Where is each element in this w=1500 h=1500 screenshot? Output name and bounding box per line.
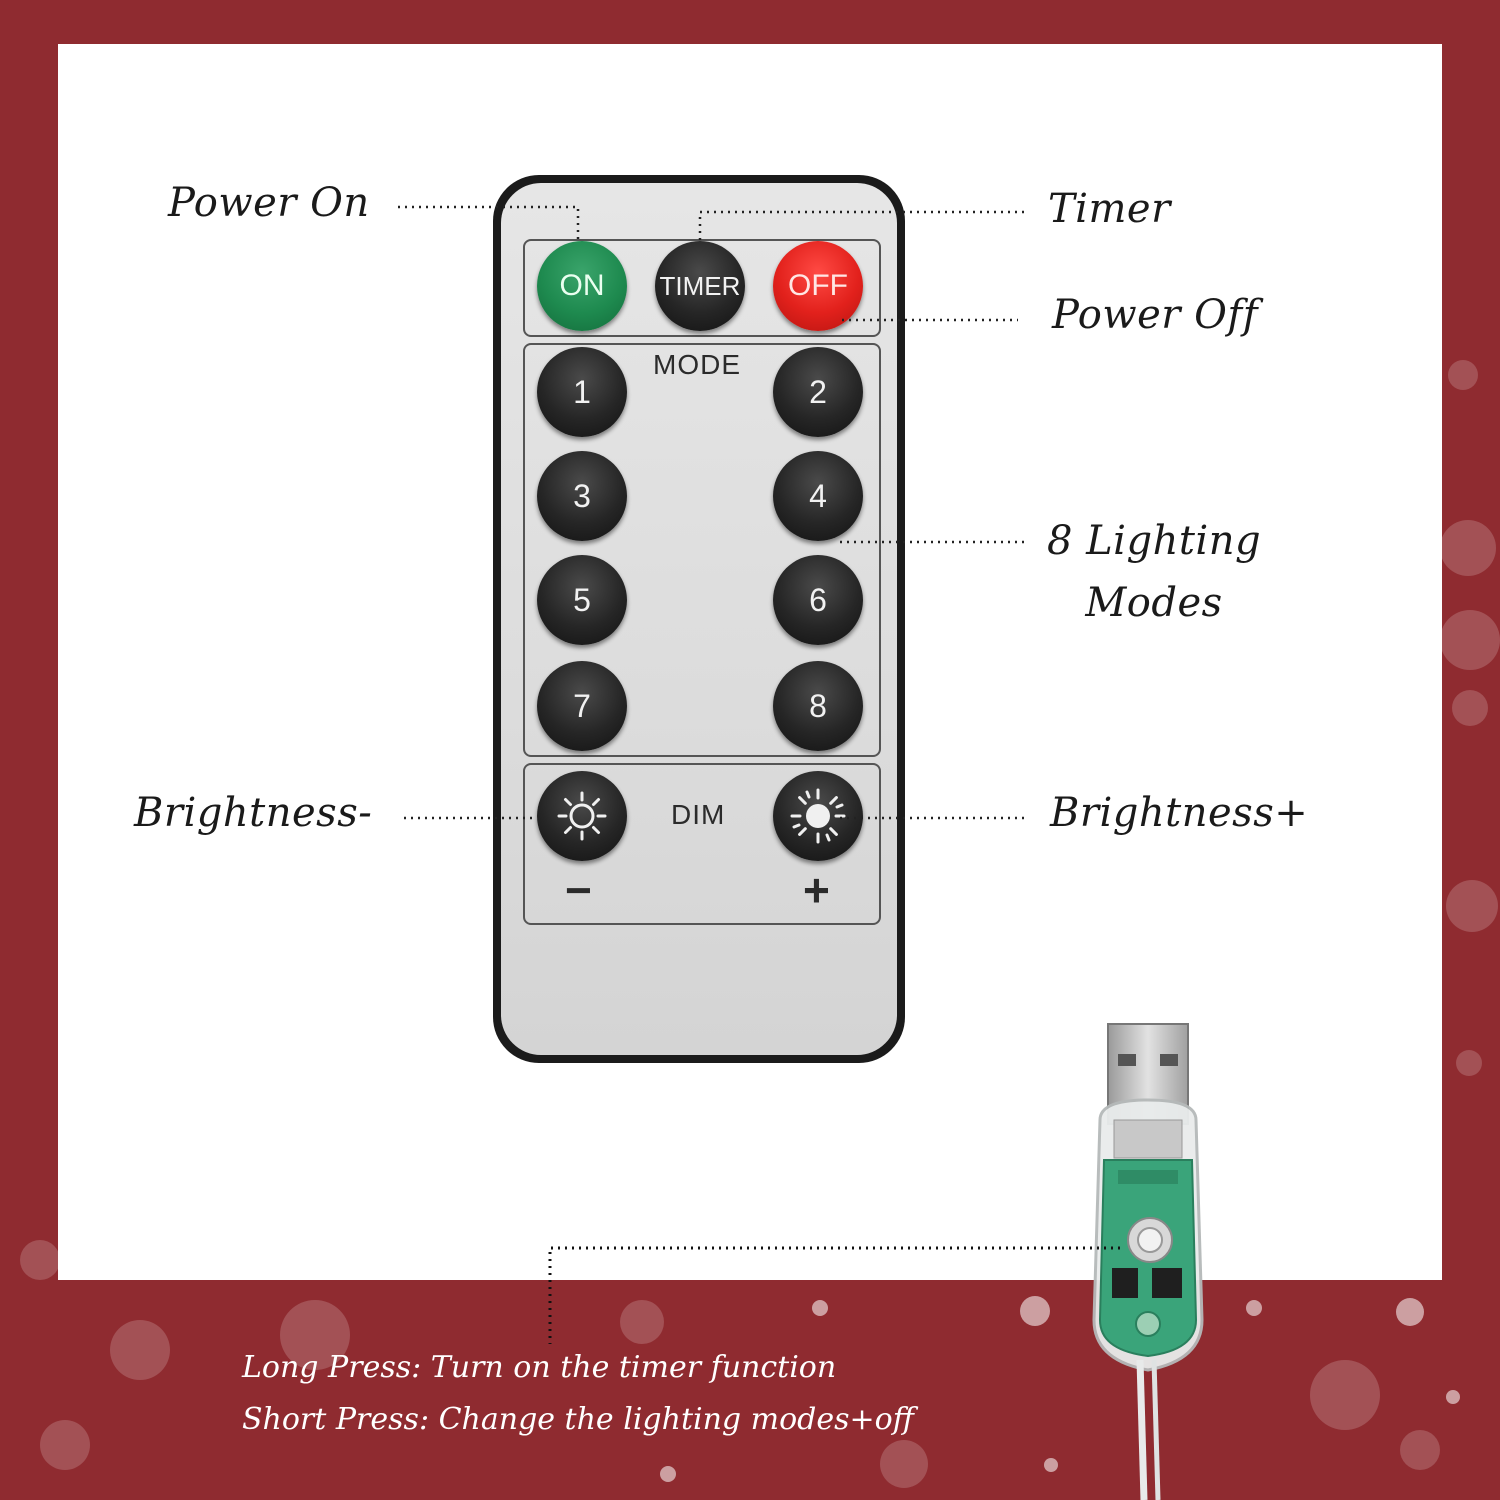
mode-group-box — [523, 343, 881, 757]
remote-control: ON TIMER OFF MODE 1 2 3 4 5 6 7 8 DIM — [493, 175, 905, 1063]
callout-lighting-modes-line2: Modes — [1085, 580, 1223, 626]
mode-button-7[interactable]: 7 — [537, 661, 627, 751]
brightness-up-button[interactable] — [773, 771, 863, 861]
callout-power-on: Power On — [168, 180, 370, 226]
usb-controller-icon — [1092, 1023, 1204, 1500]
callout-lighting-modes: 8 Lighting Modes — [1034, 510, 1274, 634]
callout-power-off: Power Off — [1052, 292, 1259, 338]
bokeh-dot — [1020, 1296, 1050, 1326]
mode-button-8[interactable]: 8 — [773, 661, 863, 751]
bokeh-dot — [620, 1300, 664, 1344]
bokeh-dot — [1400, 1430, 1440, 1470]
bokeh-dot — [1446, 880, 1498, 932]
callout-brightness-minus: Brightness- — [134, 790, 373, 836]
bokeh-dot — [1440, 520, 1496, 576]
bokeh-dot — [1396, 1298, 1424, 1326]
off-button[interactable]: OFF — [773, 241, 863, 331]
bokeh-dot — [1446, 1390, 1460, 1404]
bokeh-dot — [1456, 1050, 1482, 1076]
callout-timer: Timer — [1048, 186, 1171, 232]
power-group-box — [523, 239, 881, 337]
bokeh-dot — [1310, 1360, 1380, 1430]
bokeh-dot — [812, 1300, 828, 1316]
timer-button[interactable]: TIMER — [655, 241, 745, 331]
mode-label: MODE — [653, 349, 741, 380]
dim-label: DIM — [671, 799, 726, 830]
dim-group-box — [523, 763, 881, 925]
bokeh-dot — [20, 1240, 60, 1280]
on-button[interactable]: ON — [537, 241, 627, 331]
callout-lighting-modes-line1: 8 Lighting — [1046, 518, 1262, 564]
bokeh-dot — [880, 1440, 928, 1488]
mode-button-5[interactable]: 5 — [537, 555, 627, 645]
bokeh-dot — [110, 1320, 170, 1380]
bokeh-dot — [1448, 360, 1478, 390]
bokeh-dot — [280, 1300, 350, 1370]
bokeh-dot — [1246, 1300, 1262, 1316]
callout-brightness-plus: Brightness+ — [1050, 790, 1309, 836]
brightness-down-button[interactable] — [537, 771, 627, 861]
bokeh-dot — [1440, 610, 1500, 670]
minus-label: − — [565, 864, 592, 916]
plus-label: + — [803, 864, 830, 916]
bokeh-dot — [660, 1466, 676, 1482]
sun-filled-icon — [790, 788, 846, 844]
bokeh-dot — [1452, 690, 1488, 726]
mode-button-4[interactable]: 4 — [773, 451, 863, 541]
remote-face: ON TIMER OFF MODE 1 2 3 4 5 6 7 8 DIM — [501, 183, 897, 1055]
mode-button-6[interactable]: 6 — [773, 555, 863, 645]
mode-button-2[interactable]: 2 — [773, 347, 863, 437]
sun-outline-icon — [557, 791, 607, 841]
mode-button-1[interactable]: 1 — [537, 347, 627, 437]
bokeh-dot — [40, 1420, 90, 1470]
short-press-text: Short Press: Change the lighting modes+o… — [242, 1402, 914, 1437]
bokeh-dot — [1044, 1458, 1058, 1472]
mode-button-3[interactable]: 3 — [537, 451, 627, 541]
long-press-text: Long Press: Turn on the timer function — [242, 1350, 837, 1385]
